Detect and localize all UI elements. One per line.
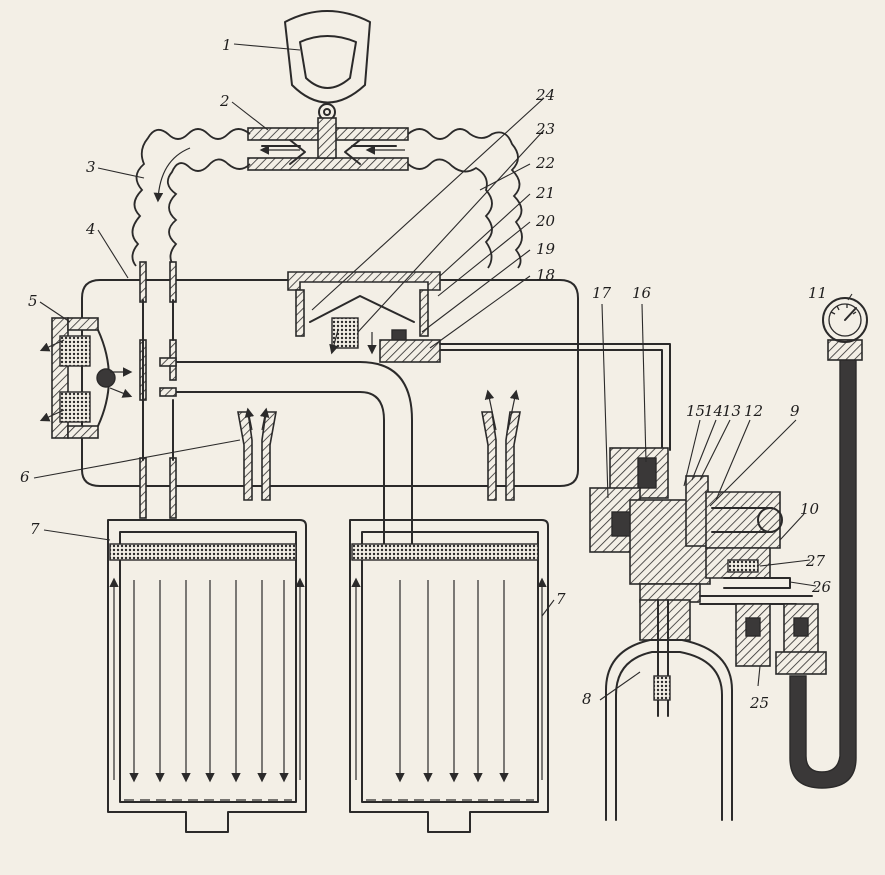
label-4: 4 — [85, 220, 96, 238]
leader-lines — [33, 43, 853, 701]
label-16: 16 — [632, 284, 652, 302]
label-5: 5 — [28, 292, 38, 310]
relief-valve-assembly — [287, 271, 441, 363]
label-2: 2 — [219, 92, 230, 110]
label-13: 13 — [722, 402, 741, 420]
label-25: 25 — [749, 694, 769, 712]
label-7-left: 7 — [30, 520, 40, 538]
label-7-right: 7 — [556, 590, 566, 608]
label-22: 22 — [535, 154, 555, 172]
right-canister — [349, 519, 549, 833]
label-6: 6 — [20, 468, 30, 486]
label-23: 23 — [535, 120, 555, 138]
oxygen-line — [439, 343, 671, 451]
label-8: 8 — [582, 690, 592, 708]
reducer-assembly — [589, 447, 791, 603]
main-housing — [81, 279, 579, 487]
oxygen-cylinder — [605, 599, 733, 821]
supply-pipe — [159, 357, 413, 557]
reference-labels: 1 2 3 4 5 6 7 7 8 9 10 11 12 13 14 15 16… — [20, 36, 832, 712]
label-18: 18 — [536, 266, 555, 284]
valve-box — [247, 117, 409, 171]
label-10: 10 — [800, 500, 820, 518]
label-3: 3 — [86, 158, 96, 176]
gauge-hose — [789, 339, 863, 789]
label-14: 14 — [704, 402, 723, 420]
canister-necks — [237, 389, 521, 501]
left-canister — [107, 519, 307, 833]
label-27: 27 — [805, 552, 826, 570]
label-12: 12 — [744, 402, 763, 420]
safety-valves — [699, 595, 827, 675]
excess-valve — [39, 317, 133, 439]
label-26: 26 — [811, 578, 832, 596]
label-17: 17 — [592, 284, 612, 302]
label-21: 21 — [535, 184, 555, 202]
pressure-gauge — [822, 297, 868, 343]
label-15: 15 — [686, 402, 705, 420]
label-19: 19 — [536, 240, 556, 258]
label-9: 9 — [790, 402, 800, 420]
label-1: 1 — [222, 36, 232, 54]
label-11: 11 — [808, 284, 827, 302]
label-20: 20 — [535, 212, 556, 230]
breathing-hoses — [131, 128, 523, 269]
mouthpiece — [284, 10, 371, 121]
label-24: 24 — [535, 86, 555, 104]
